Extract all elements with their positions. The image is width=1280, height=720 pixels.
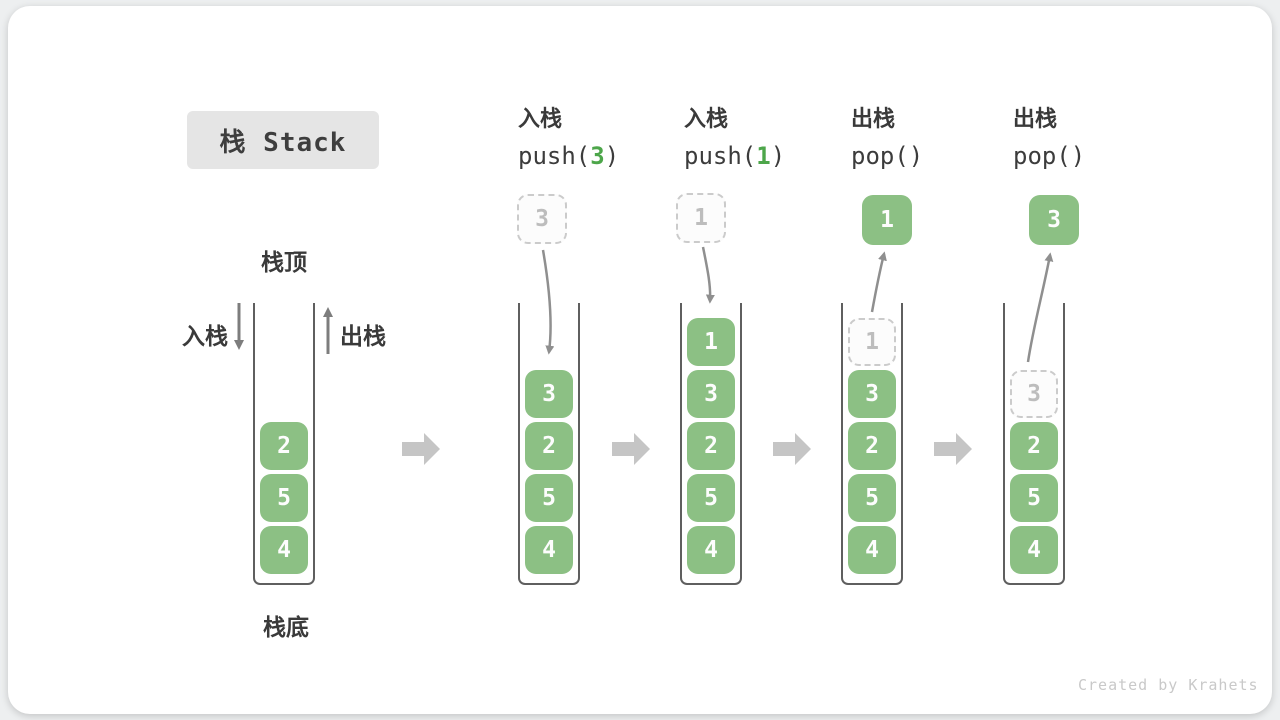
stack-item: 5 (848, 474, 896, 522)
stack-bottom-label: 栈底 (263, 615, 309, 641)
stage-header-pop1: 出栈 pop() (851, 106, 923, 171)
push-side-label: 入栈 (182, 324, 228, 350)
next-stage-arrow-icon (934, 433, 972, 465)
incoming-value: 3 (535, 206, 549, 232)
stack-container-pop1: 1 3 2 5 4 (841, 303, 903, 585)
stack-item: 2 (848, 422, 896, 470)
popped-value: 1 (880, 207, 894, 233)
stack-item: 3 (848, 370, 896, 418)
stack-item: 5 (525, 474, 573, 522)
operation-code: push(3) (518, 141, 619, 171)
pop-side-label: 出栈 (340, 324, 386, 350)
stack-item: 5 (1010, 474, 1058, 522)
operation-label: 出栈 (851, 107, 896, 132)
stack-item: 2 (260, 422, 308, 470)
operation-label: 入栈 (518, 107, 563, 132)
stack-item: 4 (1010, 526, 1058, 574)
stack-container-push1: 1 3 2 5 4 (680, 303, 742, 585)
incoming-value-box: 1 (676, 193, 726, 243)
code-arg: 3 (590, 142, 605, 170)
stack-item: 2 (525, 422, 573, 470)
stage-header-push1: 入栈 push(1) (684, 106, 785, 171)
stack-item: 4 (525, 526, 573, 574)
stack-item: 5 (687, 474, 735, 522)
popped-slot-ghost: 1 (848, 318, 896, 366)
code-pre: push( (684, 142, 757, 170)
operation-code: pop() (851, 141, 923, 171)
incoming-value: 1 (694, 205, 708, 231)
stack-item: 3 (687, 370, 735, 418)
stack-item: 5 (260, 474, 308, 522)
stack-item: 2 (687, 422, 735, 470)
operation-label: 入栈 (684, 107, 729, 132)
code-arg: 1 (756, 142, 771, 170)
popped-value-box: 1 (862, 195, 912, 245)
stage-header-push3: 入栈 push(3) (518, 106, 619, 171)
code-pre: pop() (1013, 142, 1086, 170)
operation-label: 出栈 (1013, 107, 1058, 132)
popped-slot-ghost: 3 (1010, 370, 1058, 418)
stage-header-pop3: 出栈 pop() (1013, 106, 1085, 171)
operation-code: push(1) (684, 141, 785, 171)
code-pre: push( (518, 142, 591, 170)
stack-item: 2 (1010, 422, 1058, 470)
stack-item: 4 (260, 526, 308, 574)
incoming-value-box: 3 (517, 194, 567, 244)
stack-item: 3 (525, 370, 573, 418)
code-post: ) (604, 142, 620, 170)
stack-item: 4 (848, 526, 896, 574)
popped-value: 3 (1047, 207, 1061, 233)
stack-container-initial: 2 5 4 (253, 303, 315, 585)
page-title: 栈 Stack (219, 127, 347, 158)
next-stage-arrow-icon (402, 433, 440, 465)
stack-container-push3: 3 2 5 4 (518, 303, 580, 585)
code-pre: pop() (851, 142, 924, 170)
stack-item: 4 (687, 526, 735, 574)
stack-top-label: 栈顶 (261, 250, 307, 276)
popped-value-box: 3 (1029, 195, 1079, 245)
operation-code: pop() (1013, 141, 1085, 171)
code-post: ) (770, 142, 786, 170)
next-stage-arrow-icon (612, 433, 650, 465)
stack-item: 1 (687, 318, 735, 366)
watermark: Created by Krahets (1078, 676, 1259, 694)
stack-container-pop3: 3 2 5 4 (1003, 303, 1065, 585)
title-box: 栈 Stack (187, 111, 379, 169)
next-stage-arrow-icon (773, 433, 811, 465)
